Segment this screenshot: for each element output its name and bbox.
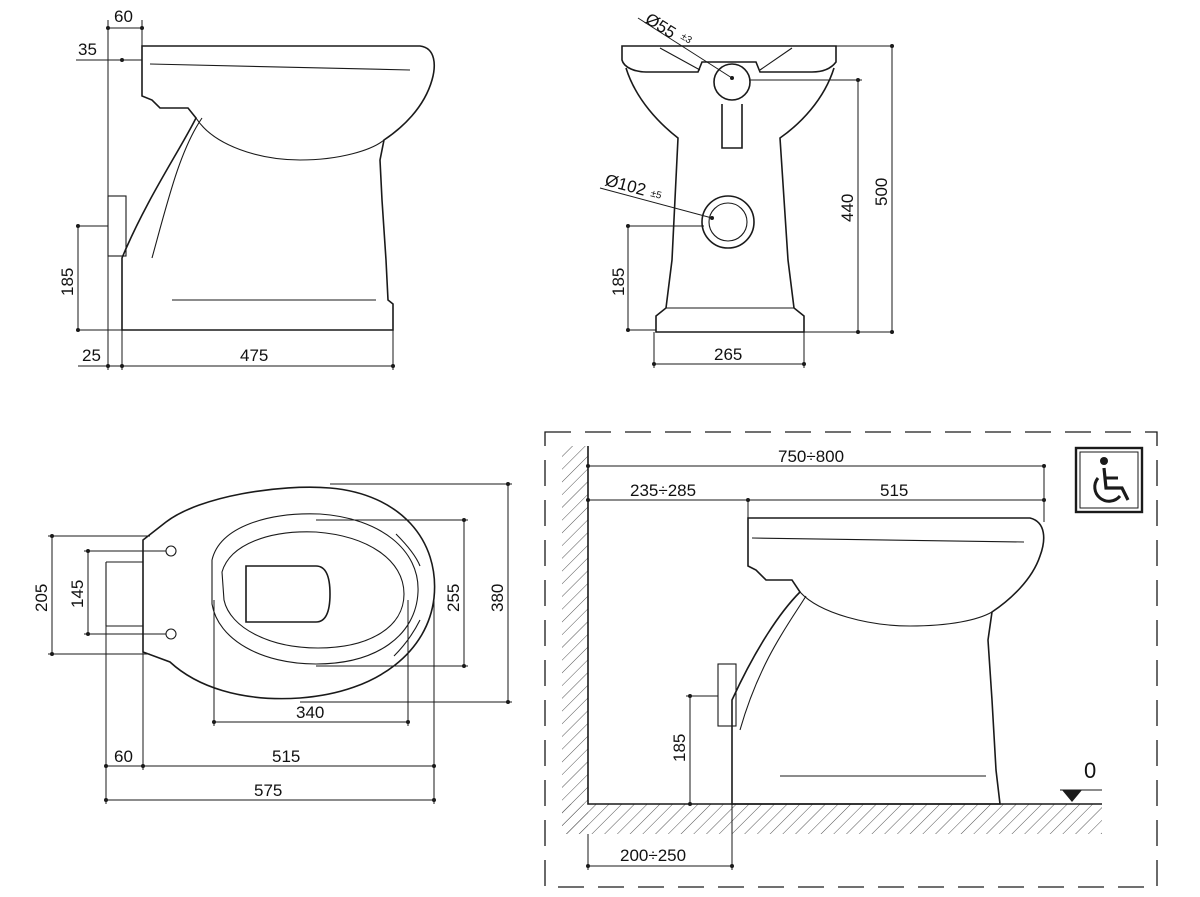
side-view-outlet-spigot [107,195,127,257]
top-view-opening [245,565,331,623]
installation-frame [544,431,1158,888]
side-dim-outlet-height: 185 [58,268,77,296]
wall-hatch [562,446,588,834]
install-dim-space: 750÷800 [778,447,844,466]
front-view-inlet-circle [713,63,751,101]
installation-trap-curve [739,595,807,731]
top-view-hinge-hole-bottom [165,628,177,640]
front-view-rim [621,45,837,73]
side-view-body-outline [121,45,435,331]
side-dim-length: 475 [240,346,268,365]
install-dim-outlet-height: 185 [670,734,689,762]
floor-hatch [562,804,1102,834]
top-view-rim-ridge [393,533,421,657]
side-view-trap-curve [151,117,203,259]
top-dim-hinge-outer: 205 [32,584,51,612]
top-view-hinge-block [105,561,143,627]
top-view-seat-outer [211,513,419,665]
top-dim-length: 515 [272,747,300,766]
front-view-rim-inner [659,47,793,71]
front-view: Ø55 ±3 Ø102 ±5 185 440 500 265 [599,9,894,368]
installation-view: 750÷800 235÷285 515 185 0 200÷250 [544,431,1158,888]
front-dim-total-height: 500 [872,178,891,206]
installation-outlet-spigot [717,663,737,727]
side-dim-top: 60 [114,7,133,26]
front-view-outlet-outer [701,195,755,249]
side-view-rim-line [149,63,411,71]
install-floor-level: 0 [1084,758,1096,783]
front-view-outlet-inner [708,202,748,242]
top-view: 205 145 255 380 340 60 515 575 [32,482,512,804]
side-dim-foot-offset: 25 [82,346,101,365]
install-dim-outlet-distance: 200÷250 [620,846,686,865]
front-view-body [625,67,835,333]
front-dim-inlet-height: 440 [838,194,857,222]
front-dim-outlet-height: 185 [609,268,628,296]
front-dim-base-width: 265 [714,345,742,364]
wheelchair-icon [1074,446,1144,514]
front-dim-inlet: Ø55 [642,9,679,42]
top-view-outline [142,486,436,700]
top-dim-rear: 60 [114,747,133,766]
side-dim-rim: 35 [78,40,97,59]
top-dim-hinge-inner: 145 [68,580,87,608]
install-dim-wall-gap: 235÷285 [630,481,696,500]
side-view-bowl-curve [195,117,385,161]
installation-rim-line [751,537,1025,543]
front-view-trap [721,104,743,149]
top-dim-bowl-inner: 255 [444,584,463,612]
front-dim-inlet-tol: ±3 [678,31,694,46]
top-dim-total-width: 380 [488,584,507,612]
front-dim-outlet-tol: ±5 [649,188,663,202]
install-dim-length: 515 [880,481,908,500]
top-view-seat-ring [221,531,405,649]
top-dim-total-length: 575 [254,781,282,800]
top-dim-bowl-length: 340 [296,703,324,722]
floor-level-marker [1062,790,1082,802]
installation-bowl-curve [799,591,993,627]
installation-toilet-outline [731,517,1045,805]
top-view-hinge-hole-top [165,545,177,557]
side-view: 60 35 185 25 475 [58,7,435,370]
